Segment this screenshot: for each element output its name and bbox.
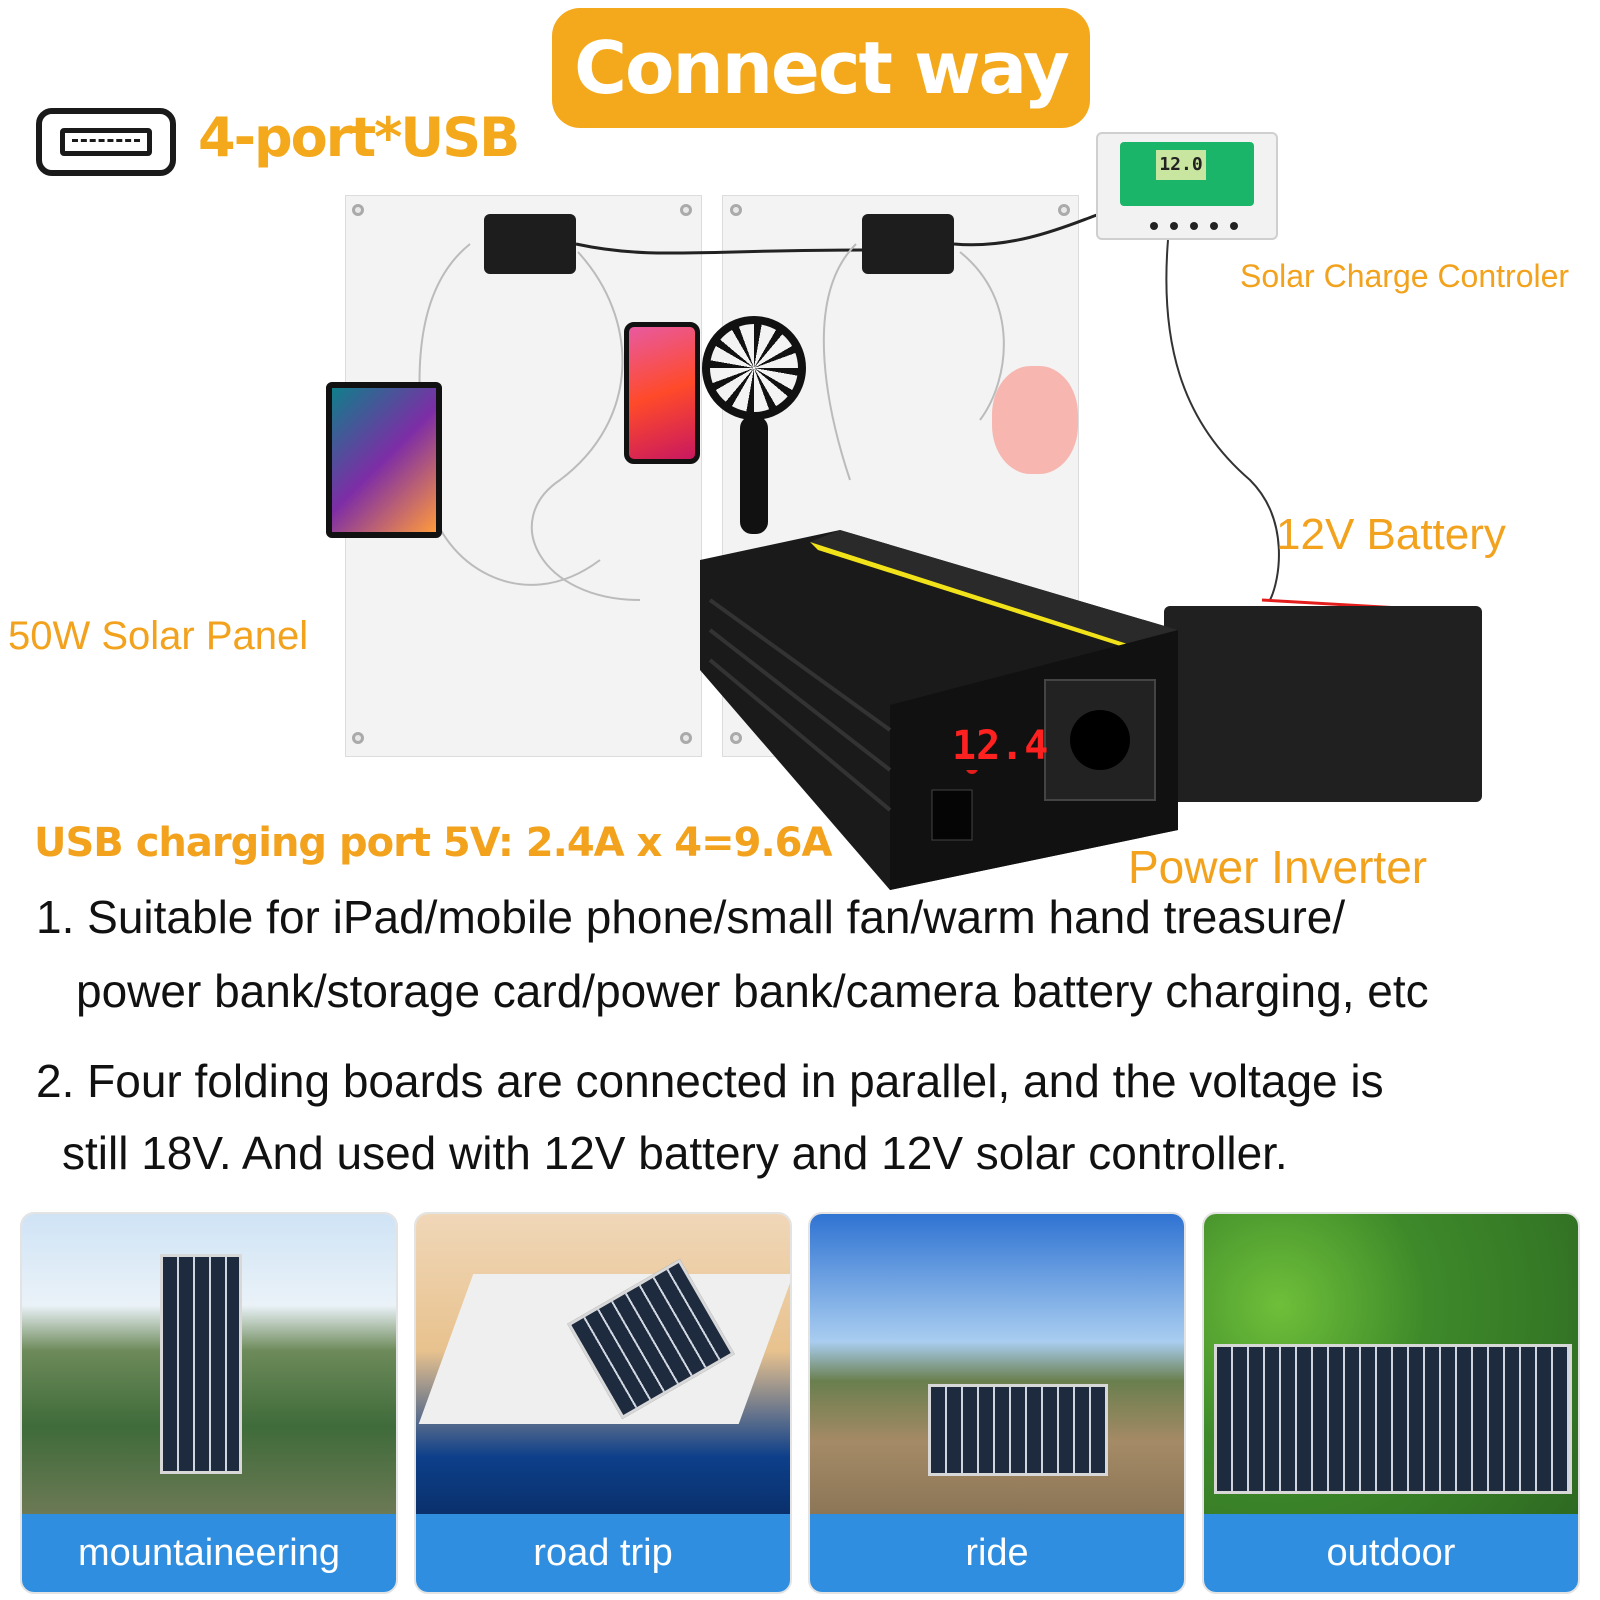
usb-cable [530, 251, 641, 601]
screw-icon [680, 732, 692, 744]
controller-faceplate: 12.0 [1120, 142, 1254, 206]
usb-port-pins [72, 139, 140, 148]
scene-label: road trip [416, 1514, 790, 1592]
tablet-device [326, 382, 442, 538]
note-1-line-1: 1. Suitable for iPad/mobile phone/small … [36, 891, 1346, 943]
terminal-icon [1150, 222, 1158, 230]
terminal-icon [1170, 222, 1178, 230]
battery-label: 12V Battery [1276, 510, 1506, 559]
controller-lcd: 12.0 [1156, 150, 1206, 180]
solar-panel-label: 50W Solar Panel [8, 614, 309, 658]
note-2-line-2: still 18V. And used with 12V battery and… [62, 1127, 1288, 1179]
hand-warmer-device [992, 366, 1078, 474]
controller-label: Solar Charge Controler [1240, 258, 1570, 294]
folding-solar-panel [1214, 1344, 1572, 1494]
terminal-icon [1230, 222, 1238, 230]
usb-hub-right [862, 214, 954, 274]
small-fan-handle [740, 416, 768, 534]
screw-icon [352, 732, 364, 744]
scene-label: ride [810, 1514, 1184, 1592]
controller-to-battery-wire [1165, 239, 1280, 601]
scene-label: outdoor [1204, 1514, 1578, 1592]
screw-icon [730, 204, 742, 216]
terminal-icon [1190, 222, 1198, 230]
usb-port-icon [36, 108, 176, 176]
screw-icon [680, 204, 692, 216]
screw-icon [730, 732, 742, 744]
scene-card-road-trip: road trip [414, 1212, 792, 1594]
terminal-icon [1210, 222, 1218, 230]
scene-card-mountaineering: mountaineering [20, 1212, 398, 1594]
usb-port-count-label: 4-port*USB [198, 106, 520, 169]
power-inverter [700, 530, 1178, 890]
usb-cable [418, 243, 601, 586]
battery-12v [1164, 606, 1482, 802]
screw-icon [352, 204, 364, 216]
usb-charging-spec: USB charging port 5V: 2.4A x 4=9.6A [34, 820, 832, 866]
mobile-phone-device [624, 322, 700, 464]
folding-solar-panel [160, 1254, 242, 1474]
usb-cable [822, 243, 857, 481]
title-banner: Connect way [552, 8, 1090, 128]
ground-solar-panel [928, 1384, 1108, 1476]
usb-port-slot [60, 128, 152, 156]
page-title: Connect way [574, 26, 1070, 110]
inverter-voltage-display: 12.4 [952, 722, 1049, 770]
inverter-label: Power Inverter [1128, 841, 1428, 893]
usb-hub-left [484, 214, 576, 274]
note-1-line-2: power bank/storage card/power bank/camer… [76, 965, 1429, 1017]
note-2-line-1: 2. Four folding boards are connected in … [36, 1055, 1384, 1107]
hub-link-wire [575, 242, 863, 255]
screw-icon [1058, 204, 1070, 216]
scene-card-ride: ride [808, 1212, 1186, 1594]
usb-cable [959, 251, 1005, 421]
small-fan-icon [702, 316, 806, 420]
scene-card-outdoor: outdoor [1202, 1212, 1580, 1594]
panel-to-controller-wire [953, 212, 1101, 247]
solar-charge-controller: 12.0 [1096, 132, 1278, 240]
scene-label: mountaineering [22, 1514, 396, 1592]
